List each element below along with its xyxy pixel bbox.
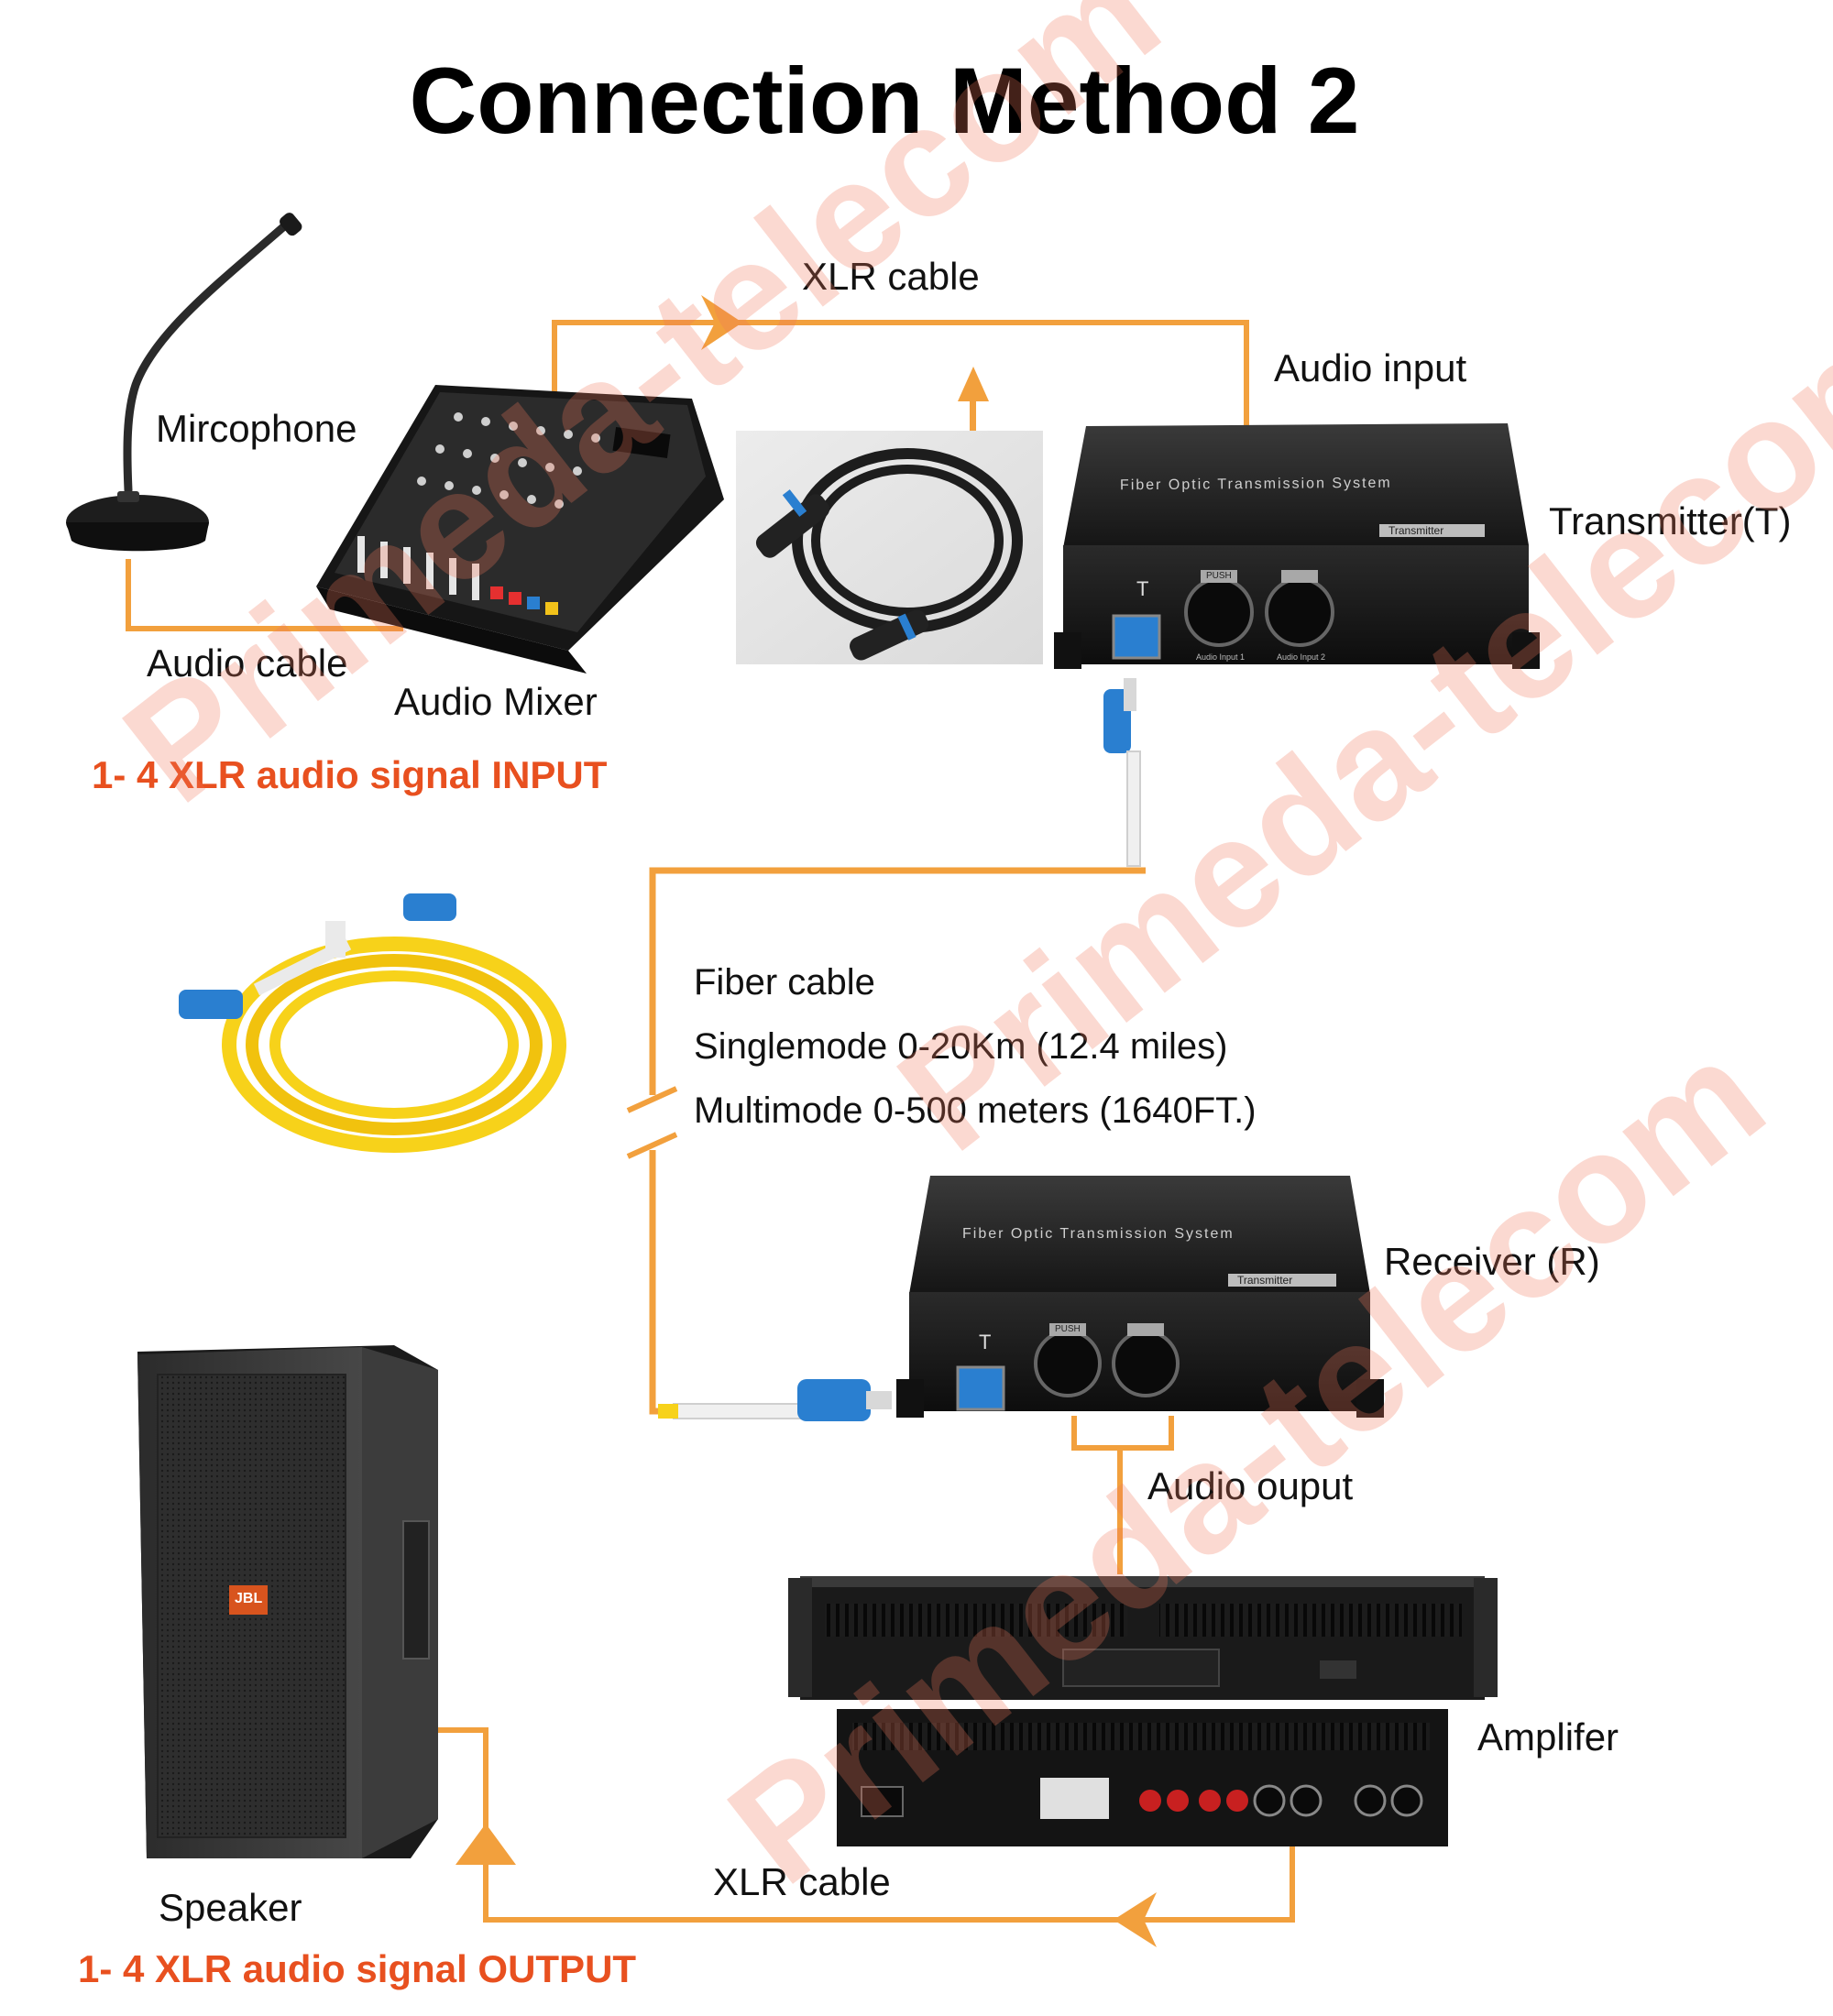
xlr-cable-bottom-line <box>483 1842 1295 1923</box>
arrow-up-icon <box>958 367 989 401</box>
receiver-lc-connector <box>658 1379 892 1421</box>
page-title: Connection Method 2 <box>409 49 1360 153</box>
receiver-image <box>896 1176 1384 1418</box>
transmitter-push-label: PUSH <box>1206 571 1232 581</box>
xlr-cable-photo <box>736 431 1043 664</box>
transmitter-image <box>1054 423 1540 669</box>
audio-cable-label: Audio cable <box>147 641 348 685</box>
speaker-input-line <box>438 1727 488 1851</box>
output-caption: 1- 4 XLR audio signal OUTPUT <box>78 1947 637 1990</box>
receiver-badge: Transmitter <box>1237 1274 1293 1287</box>
singlemode-label: Singlemode 0-20Km (12.4 miles) <box>694 1026 1228 1067</box>
fiber-break-2 <box>626 1132 678 1159</box>
transmitter-port-letter: T <box>1136 577 1149 600</box>
arrow-up-stem <box>970 400 976 433</box>
transmitter-lc-connector <box>1103 678 1141 867</box>
audio-output-label: Audio ouput <box>1147 1464 1354 1507</box>
fiber-line-bottom <box>649 1150 678 1415</box>
audio-input-label: Audio input <box>1274 346 1467 389</box>
audio-output-bracket <box>1071 1416 1174 1451</box>
multimode-label: Multimode 0-500 meters (1640FT.) <box>694 1090 1257 1131</box>
amplifier-label: Amplifer <box>1477 1715 1619 1759</box>
arrow-right-icon <box>701 295 742 350</box>
receiver-system-name: Fiber Optic Transmission System <box>962 1226 1235 1242</box>
audio-mixer-label: Audio Mixer <box>394 680 598 723</box>
audio-mixer-image <box>316 385 724 674</box>
arrow-left-icon <box>1114 1892 1157 1947</box>
transmitter-badge: Transmitter <box>1388 524 1444 537</box>
transmitter-system-name: Fiber Optic Transmission System <box>1119 475 1392 494</box>
speaker-image <box>137 1345 438 1858</box>
transmitter-label: Transmitter(T) <box>1549 499 1792 542</box>
speaker-brand: JBL <box>235 1591 263 1606</box>
microphone-image <box>66 213 302 552</box>
fiber-patch-cord-image <box>179 893 566 1153</box>
transmitter-port-2-label: Audio Input 2 <box>1277 652 1326 662</box>
fiber-break-1 <box>626 1086 678 1113</box>
receiver-label: Receiver (R) <box>1384 1240 1600 1283</box>
microphone-label: Mircophone <box>156 407 357 450</box>
xlr-cable-top-label: XLR cable <box>802 255 980 298</box>
fiber-line-top <box>649 867 1146 1095</box>
audio-cable-line <box>126 559 403 631</box>
arrow-up-speaker-icon <box>456 1824 516 1865</box>
input-caption: 1- 4 XLR audio signal INPUT <box>92 753 608 796</box>
amplifier-image <box>788 1576 1498 1846</box>
receiver-push-label: PUSH <box>1055 1324 1081 1334</box>
transmitter-port-1-label: Audio Input 1 <box>1196 652 1246 662</box>
xlr-cable-bottom-label: XLR cable <box>713 1860 891 1903</box>
speaker-label: Speaker <box>159 1886 302 1929</box>
fiber-cable-label: Fiber cable <box>694 962 875 1003</box>
receiver-port-letter: T <box>979 1331 992 1353</box>
